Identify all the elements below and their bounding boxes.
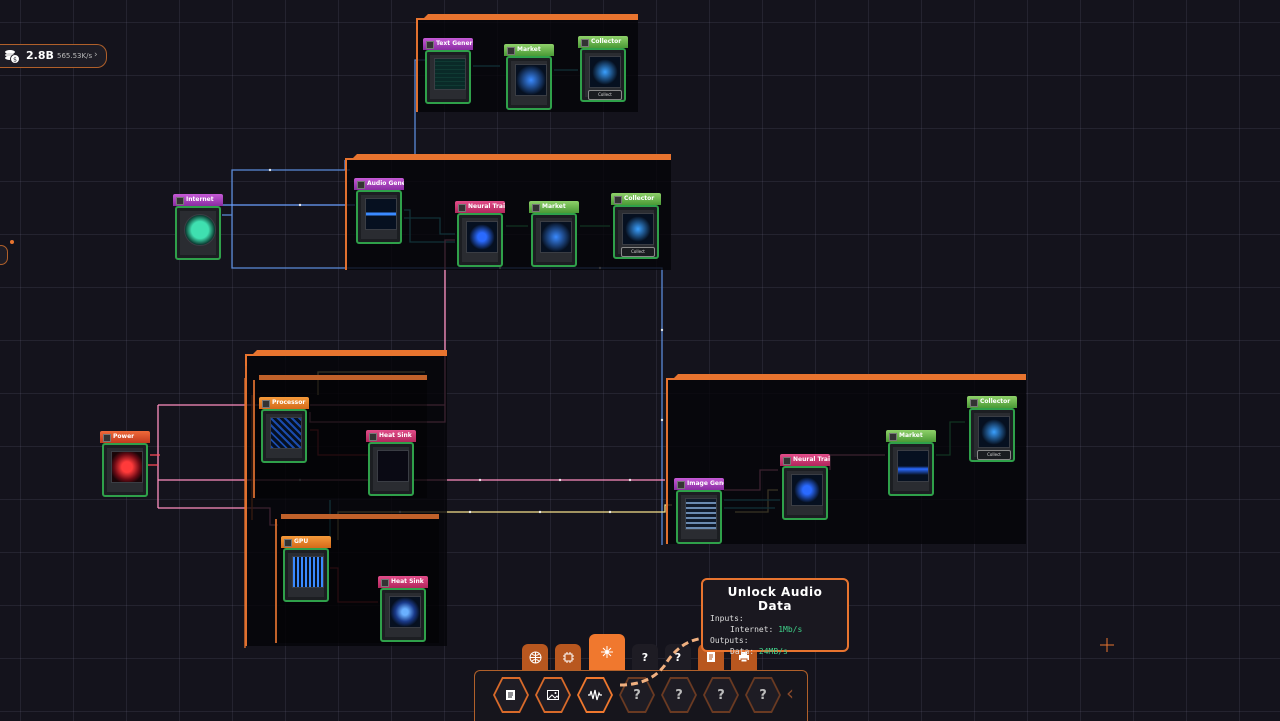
item-locked-2[interactable]: ? (661, 677, 697, 713)
image-data-icon (547, 690, 559, 700)
notification-dot (10, 240, 14, 244)
tooltip-output-value: 24MB/s (758, 647, 788, 656)
sparkle-icon (1100, 638, 1114, 652)
locked-label: ? (641, 650, 649, 664)
svg-text:$: $ (13, 57, 17, 64)
document-icon (707, 652, 715, 662)
collect-label[interactable]: Collect (977, 450, 1011, 460)
tab-network[interactable] (589, 634, 625, 670)
node-title: Audio Generator (354, 178, 404, 190)
network-icon (601, 646, 613, 658)
tab-globe[interactable] (522, 644, 548, 670)
group-image-generator (666, 374, 1026, 544)
node-title: Text Generator (423, 38, 473, 50)
node-internet[interactable]: Internet (173, 194, 223, 264)
item-image-data[interactable] (535, 677, 571, 713)
node-title: Collector (611, 193, 661, 205)
item-text-data[interactable] (493, 677, 529, 713)
node-title: Image Generator (674, 478, 724, 490)
node-title: Neural Trainer (455, 201, 505, 213)
locked-label: ? (674, 650, 682, 664)
node-market-right[interactable]: Market (886, 430, 936, 500)
item-locked-3[interactable]: ? (703, 677, 739, 713)
node-neural-trainer-right[interactable]: Neural Trainer (780, 454, 830, 524)
audio-wave-icon (588, 689, 602, 701)
bottom-toolbar: ? ? ? ? ‹ (474, 670, 808, 721)
tooltip-input-value: 1Mb/s (778, 625, 803, 634)
collapse-toolbar-button[interactable]: ‹ (786, 681, 794, 705)
drag-trail (620, 636, 706, 687)
tab-locked-1[interactable]: ? (632, 644, 658, 670)
money-counter[interactable]: $ 2.8B 565.53K/s › (0, 44, 107, 68)
money-amount: 2.8B (26, 49, 54, 62)
node-title: Collector (967, 396, 1017, 408)
node-title: Heat Sink (366, 430, 416, 442)
node-text-generator[interactable]: Text Generator (423, 38, 473, 108)
node-title: GPU (281, 536, 331, 548)
node-heat-sink-1[interactable]: Heat Sink (366, 430, 416, 500)
node-audio-generator[interactable]: Audio Generator (354, 178, 404, 248)
node-gpu[interactable]: GPU (281, 536, 331, 606)
tooltip-input-name: Internet: (730, 625, 774, 634)
node-title: Neural Trainer (780, 454, 830, 466)
tooltip-output-row: Data: 24MB/s (710, 646, 840, 657)
tooltip-outputs-label: Outputs: (710, 636, 749, 645)
node-title: Internet (173, 194, 223, 206)
globe-icon (529, 651, 541, 663)
tooltip-inputs-label: Inputs: (710, 614, 744, 623)
node-title: Processor (259, 397, 309, 409)
chip-icon (562, 651, 574, 663)
printer-icon (739, 652, 749, 663)
text-data-icon (506, 690, 515, 700)
tooltip-title: Unlock Audio Data (727, 585, 823, 613)
side-panel-toggle[interactable] (0, 245, 8, 265)
node-title: Heat Sink (378, 576, 428, 588)
node-collector-right[interactable]: Collector Collect (967, 396, 1017, 466)
item-audio-data[interactable] (577, 677, 613, 713)
tooltip-input-row: Internet: 1Mb/s (710, 624, 840, 635)
node-collector-mid[interactable]: Collector Collect (611, 193, 661, 263)
node-power[interactable]: Power (100, 431, 150, 501)
node-title: Market (886, 430, 936, 442)
node-title: Power (100, 431, 150, 443)
coins-icon: $ (5, 50, 20, 64)
tooltip-output-name: Data: (730, 647, 755, 656)
node-title: Market (529, 201, 579, 213)
node-heat-sink-2[interactable]: Heat Sink (378, 576, 428, 646)
money-rate: 565.53K/s (57, 52, 93, 60)
unlock-tooltip: Unlock Audio Data Inputs: Internet: 1Mb/… (701, 578, 849, 656)
node-market-top[interactable]: Market (504, 44, 554, 114)
collect-label[interactable]: Collect (621, 247, 655, 257)
tab-chip[interactable] (555, 644, 581, 670)
node-neural-trainer-mid[interactable]: Neural Trainer (455, 201, 505, 271)
node-title: Collector (578, 36, 628, 48)
node-processor[interactable]: Processor (259, 397, 309, 467)
item-locked-4[interactable]: ? (745, 677, 781, 713)
node-title: Market (504, 44, 554, 56)
collect-label[interactable]: Collect (588, 90, 622, 100)
node-collector-top[interactable]: Collector Collect (578, 36, 628, 106)
chevron-right-icon[interactable]: › (94, 50, 98, 60)
node-market-mid[interactable]: Market (529, 201, 579, 271)
node-image-generator[interactable]: Image Generator (674, 478, 724, 548)
locked-label: ? (747, 679, 779, 711)
